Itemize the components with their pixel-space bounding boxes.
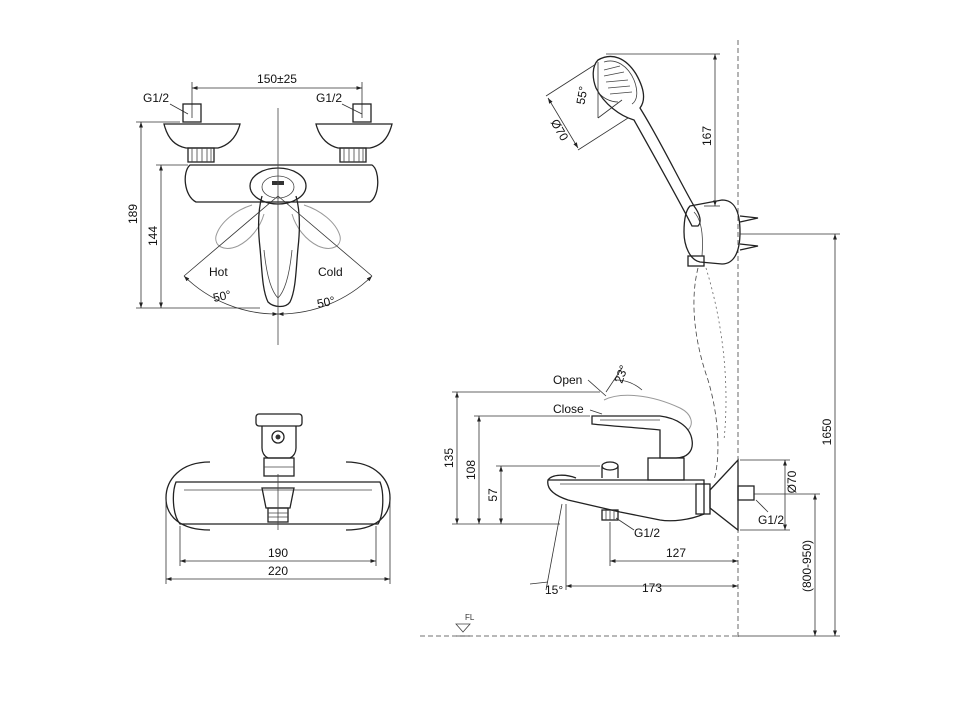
total-height-label: 1650 [820,418,834,445]
width-outer-label: 220 [268,564,288,578]
inlet-right-label: G1/2 [316,91,342,105]
spout-173-label: 173 [642,581,662,595]
height-135-label: 135 [442,448,456,468]
spray-angle-label: 55° [574,85,591,105]
shower-assembly: 55° Ø70 167 1650 [545,40,840,640]
height-57-label: 57 [486,488,500,502]
head-diameter-label: Ø70 [548,117,572,144]
spout-127-label: 127 [666,546,686,560]
inlet-left-label: G1/2 [143,91,169,105]
front-view: 190 220 [165,413,391,584]
inlet-label: G1/2 [634,526,660,540]
install-range-label: (800-950) [800,540,814,592]
hot-label: Hot [209,265,228,279]
height-outer-label: 189 [126,204,140,224]
top-view: 150±25 G1/2 G1/2 [126,72,393,345]
side-view: Open Close 23° G1/2 [420,363,820,637]
angle-right-label: 50° [316,293,337,311]
floor-label: FL [465,613,475,622]
open-label: Open [553,373,582,387]
flange-diameter-label: Ø70 [785,470,799,493]
inlet-right-side-label: G1/2 [758,513,784,527]
head-height-label: 167 [700,126,714,146]
dim-spacing-label: 150±25 [257,72,297,86]
spout-angle-label: 15° [545,583,563,597]
width-inner-label: 190 [268,546,288,560]
right-inlet [315,103,393,163]
height-108-label: 108 [464,460,478,480]
cold-label: Cold [318,265,343,279]
angle-left-label: 50° [212,287,233,305]
lever-angle-label: 23° [612,363,631,385]
left-inlet [163,103,241,163]
height-inner-label: 144 [146,226,160,246]
close-label: Close [553,402,584,416]
